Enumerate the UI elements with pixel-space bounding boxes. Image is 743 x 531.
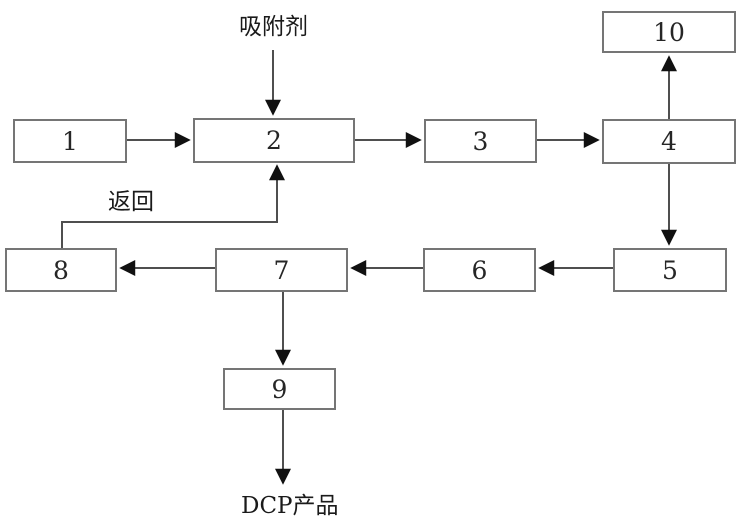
box-1-label: 1 <box>62 126 78 156</box>
box-9-label: 9 <box>271 374 288 404</box>
box-8: 8 <box>5 248 117 292</box>
box-8-label: 8 <box>53 255 69 285</box>
box-3: 3 <box>424 119 537 163</box>
box-1: 1 <box>13 119 127 163</box>
box-10-label: 10 <box>653 17 685 47</box>
box-6-label: 6 <box>471 255 488 285</box>
box-2-label: 2 <box>266 126 282 155</box>
box-2: 2 <box>193 118 355 163</box>
box-7: 7 <box>215 248 348 292</box>
box-5-label: 5 <box>662 255 678 285</box>
box-6: 6 <box>423 248 536 292</box>
connector-8-return-to-2 <box>61 164 285 248</box>
box-4-label: 4 <box>661 127 677 156</box>
adsorbent-input-label: 吸附剂 <box>239 14 308 40</box>
box-4: 4 <box>602 119 736 164</box>
product-output-label: DCP产品 <box>241 493 339 519</box>
box-3-label: 3 <box>472 126 489 156</box>
box-7-label: 7 <box>273 255 290 285</box>
box-10: 10 <box>602 11 736 53</box>
box-9: 9 <box>223 368 336 410</box>
box-5: 5 <box>613 248 727 292</box>
return-label: 返回 <box>108 189 154 215</box>
